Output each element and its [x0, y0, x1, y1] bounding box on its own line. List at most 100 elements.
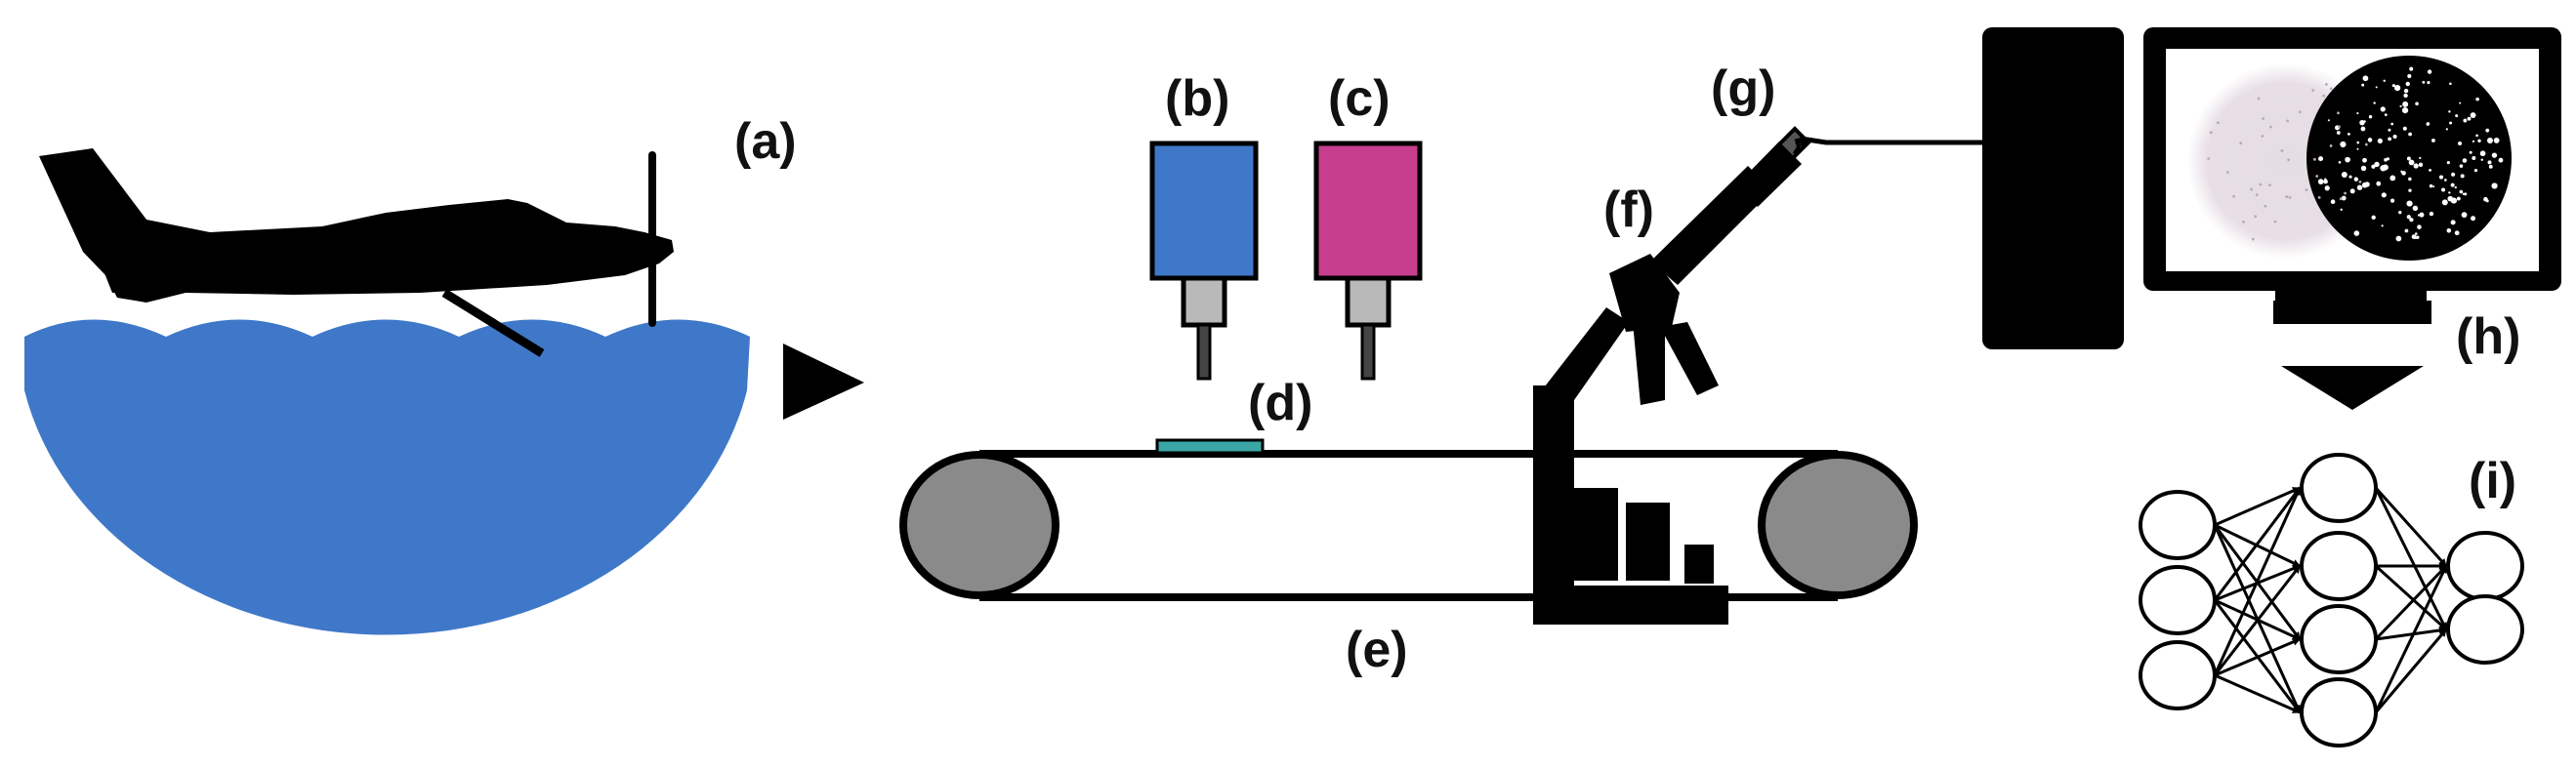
- nn-node: [2139, 565, 2217, 635]
- particle: [2444, 179, 2447, 182]
- particle: [2454, 185, 2457, 189]
- seaplane-sampling-scene: (a): [24, 113, 864, 635]
- particle: [2380, 106, 2386, 112]
- particle: [2427, 81, 2431, 85]
- particle: [2376, 181, 2382, 186]
- particle: [2422, 80, 2426, 84]
- nn-connection: [2374, 487, 2448, 630]
- particle: [2407, 73, 2412, 79]
- sample-slide: [1155, 438, 1265, 455]
- microscope-camera: (g): [1711, 61, 1982, 207]
- particle: [2384, 113, 2388, 117]
- particle: [2390, 122, 2394, 126]
- particle: [2441, 199, 2448, 206]
- particle: [2261, 135, 2264, 138]
- particle: [2389, 198, 2395, 203]
- microscope-objective-2: [1660, 322, 1719, 395]
- particle: [2225, 171, 2229, 174]
- particle: [2329, 144, 2333, 147]
- particle: [2464, 192, 2468, 196]
- particle: [2381, 224, 2384, 227]
- particle: [2498, 157, 2504, 163]
- particle: [2441, 187, 2446, 192]
- particle: [2475, 134, 2478, 138]
- water-body: [24, 319, 750, 635]
- particle: [2269, 125, 2272, 129]
- camera-c-body: [1313, 141, 1423, 281]
- particle: [2427, 69, 2432, 74]
- particle: [2349, 188, 2355, 194]
- particle: [2406, 215, 2411, 220]
- particle: [2383, 79, 2386, 82]
- particle: [2408, 177, 2412, 182]
- particle: [2287, 158, 2291, 162]
- nn-node: [2300, 531, 2378, 601]
- particle: [2341, 195, 2347, 201]
- particle: [2401, 171, 2406, 176]
- camera-b-body: [1149, 141, 1259, 281]
- nn-connection: [2375, 627, 2447, 641]
- particle: [2461, 212, 2468, 219]
- nn-connection: [2374, 565, 2448, 713]
- particle: [2391, 84, 2395, 88]
- particle: [2449, 82, 2452, 86]
- particle: [2356, 184, 2363, 190]
- label-e: (e): [1346, 622, 1408, 678]
- particle: [2340, 141, 2347, 148]
- particle: [2417, 214, 2421, 217]
- particle: [2381, 192, 2387, 198]
- particle: [2491, 152, 2498, 158]
- nn-connection: [2214, 673, 2301, 714]
- particle: [2382, 164, 2389, 171]
- particle: [2399, 104, 2402, 108]
- particle: [2450, 220, 2456, 225]
- microscope-stage-1: [1574, 488, 1618, 581]
- particle: [2371, 164, 2376, 169]
- microscope-objective-1: [1633, 322, 1665, 405]
- particle: [2257, 97, 2261, 101]
- particle: [2486, 137, 2493, 143]
- label-h: (h): [2456, 308, 2520, 365]
- particle: [2408, 188, 2412, 192]
- particle: [2456, 196, 2461, 201]
- particle: [2404, 228, 2409, 233]
- particle: [2488, 164, 2493, 169]
- particle: [2462, 192, 2465, 195]
- computer-tower: [1982, 27, 2124, 349]
- particle: [2450, 182, 2455, 187]
- particle: [2327, 119, 2330, 122]
- particle: [2462, 158, 2468, 163]
- nn-connection: [2213, 487, 2302, 676]
- particle: [2337, 125, 2341, 129]
- particle: [2388, 128, 2391, 132]
- particle: [2317, 179, 2324, 185]
- particle: [2438, 175, 2444, 180]
- particle: [2409, 218, 2414, 223]
- particle: [2485, 199, 2489, 203]
- particle: [2315, 175, 2319, 178]
- particle: [2324, 82, 2328, 86]
- particle: [2470, 112, 2476, 118]
- particle: [2482, 152, 2486, 155]
- particle: [2398, 210, 2402, 215]
- nn-connection: [2214, 486, 2301, 527]
- particle: [2469, 150, 2472, 154]
- conveyor-belt: (d) (e): [899, 375, 1918, 678]
- particle: [2403, 93, 2408, 99]
- particle: [2273, 220, 2277, 223]
- particle: [2418, 162, 2424, 167]
- particle: [2458, 141, 2463, 145]
- particle: [2232, 194, 2236, 198]
- monitor-base: [2273, 301, 2431, 324]
- particle: [2356, 111, 2359, 115]
- particle: [2356, 141, 2360, 144]
- particle: [2262, 117, 2264, 120]
- nn-node: [2300, 677, 2378, 748]
- particle: [2363, 120, 2366, 123]
- particle: [2361, 83, 2365, 87]
- arrow-down-icon: [2281, 366, 2424, 410]
- particle: [2353, 230, 2360, 236]
- particle: [2239, 142, 2243, 144]
- particle: [2429, 183, 2433, 188]
- particle: [2317, 196, 2321, 199]
